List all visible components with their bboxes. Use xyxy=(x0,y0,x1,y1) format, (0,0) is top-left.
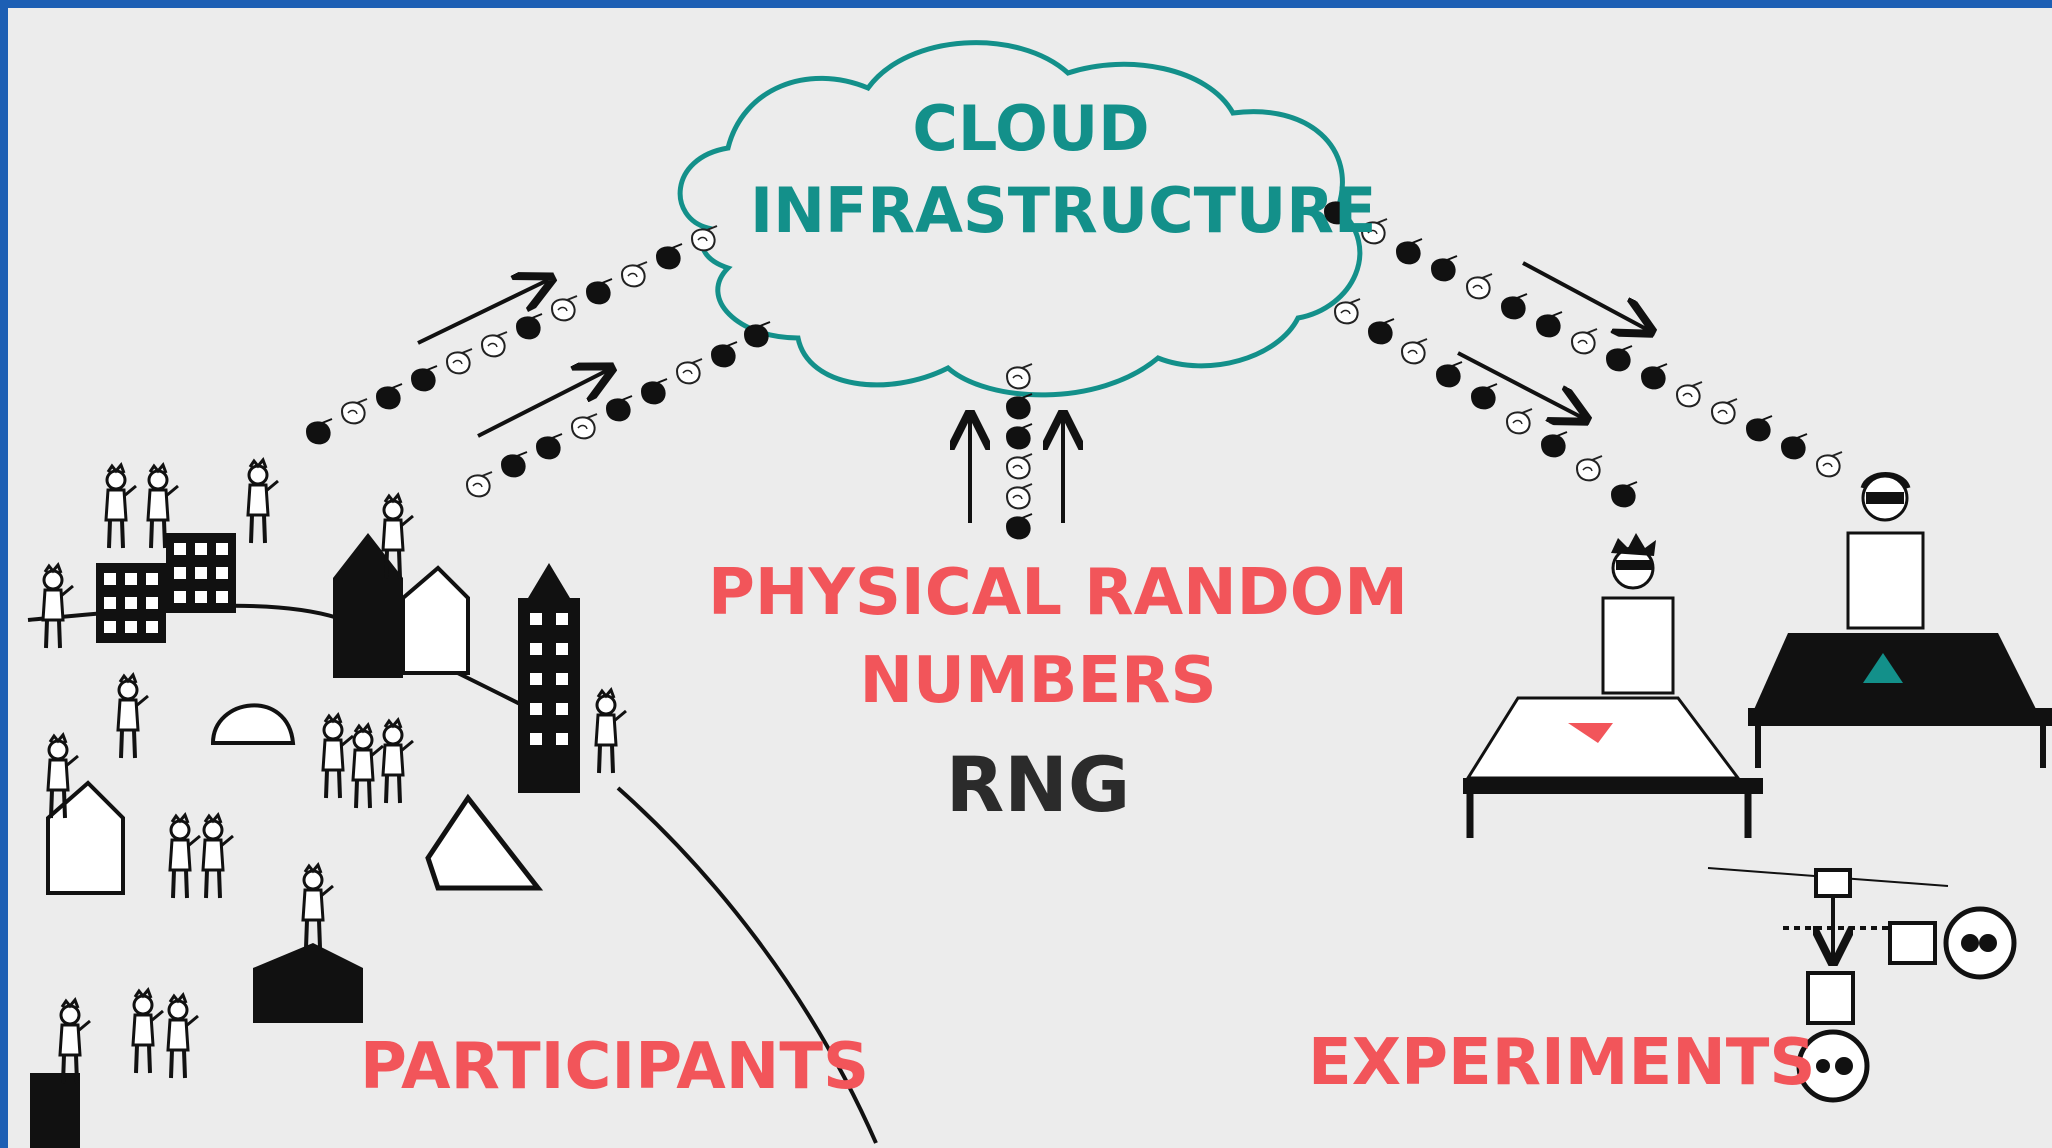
bit-stream-right-upper xyxy=(1324,198,1843,478)
diagram-canvas: CLOUD INFRASTRUCTURE PHYSICAL RANDOM NUM… xyxy=(8,8,2052,1148)
source-label-line2: NUMBERS xyxy=(859,644,1217,718)
cloud-label-line1: CLOUD xyxy=(912,92,1150,165)
arrow-up-left-lower xyxy=(477,370,608,438)
arrow-down-right-lower xyxy=(1457,351,1583,418)
experiments-label: EXPERIMENTS xyxy=(1308,1026,1816,1100)
bit-stream-left-lower xyxy=(466,321,771,498)
rng-label: RNG xyxy=(945,740,1131,829)
cloud-outline xyxy=(677,40,1363,398)
diagram-artwork xyxy=(27,40,2052,1148)
cloud-label-line2: INFRASTRUCTURE xyxy=(750,174,1377,247)
participants-illustration xyxy=(27,458,878,1148)
arrow-up-left-upper xyxy=(417,280,548,345)
experiments-illustration xyxy=(1463,472,2052,1103)
arrow-down-right-upper xyxy=(1522,261,1648,330)
source-label-line1: PHYSICAL RANDOM xyxy=(708,556,1408,630)
bit-stream-left-upper xyxy=(306,225,718,445)
bit-stream-up xyxy=(1006,363,1033,540)
participants-label: PARTICIPANTS xyxy=(360,1030,870,1104)
